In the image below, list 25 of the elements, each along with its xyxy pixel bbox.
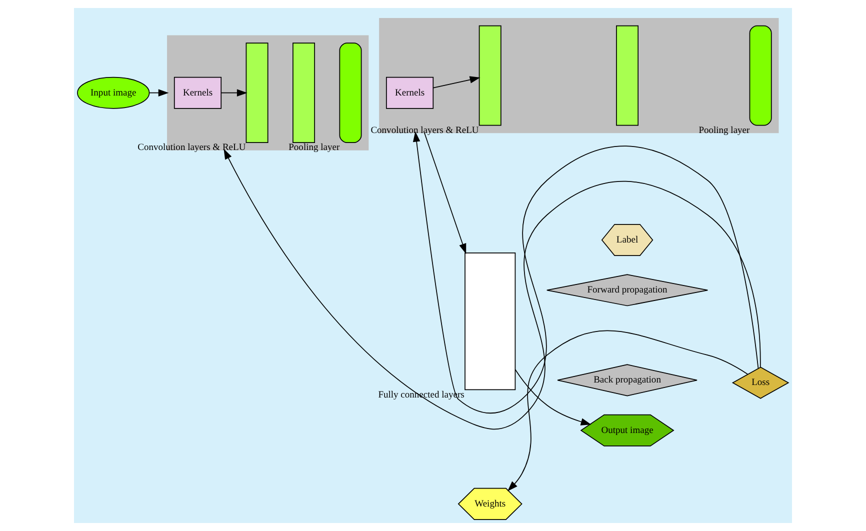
node-label: Pooling layer [288,143,340,154]
node-ellipse: Input image [77,76,150,109]
arrow [412,131,759,414]
node-bar [478,25,502,126]
node-diamond: Back propagation [557,364,698,396]
node-label: Convolution layers & ReLU [370,126,479,136]
node-diamond: Loss [732,366,790,399]
arrow [514,369,592,426]
node-label: Pooling layer [698,126,750,136]
node-bar [339,42,362,144]
node-box: Kernels [174,76,222,109]
arrow [148,89,169,96]
arrow [424,132,466,254]
arrow [224,148,761,430]
arrow [432,76,480,88]
node-bar [292,42,316,144]
arrow [220,89,248,96]
node-bar [749,25,772,126]
node-box [464,252,516,390]
node-label: Convolution layers & ReLU [138,143,246,154]
node-box: Kernels [386,76,434,109]
node-bar [246,42,268,144]
arrow [507,330,748,492]
node-bar [616,25,639,126]
node-diamond: Forward propagation [546,274,708,306]
